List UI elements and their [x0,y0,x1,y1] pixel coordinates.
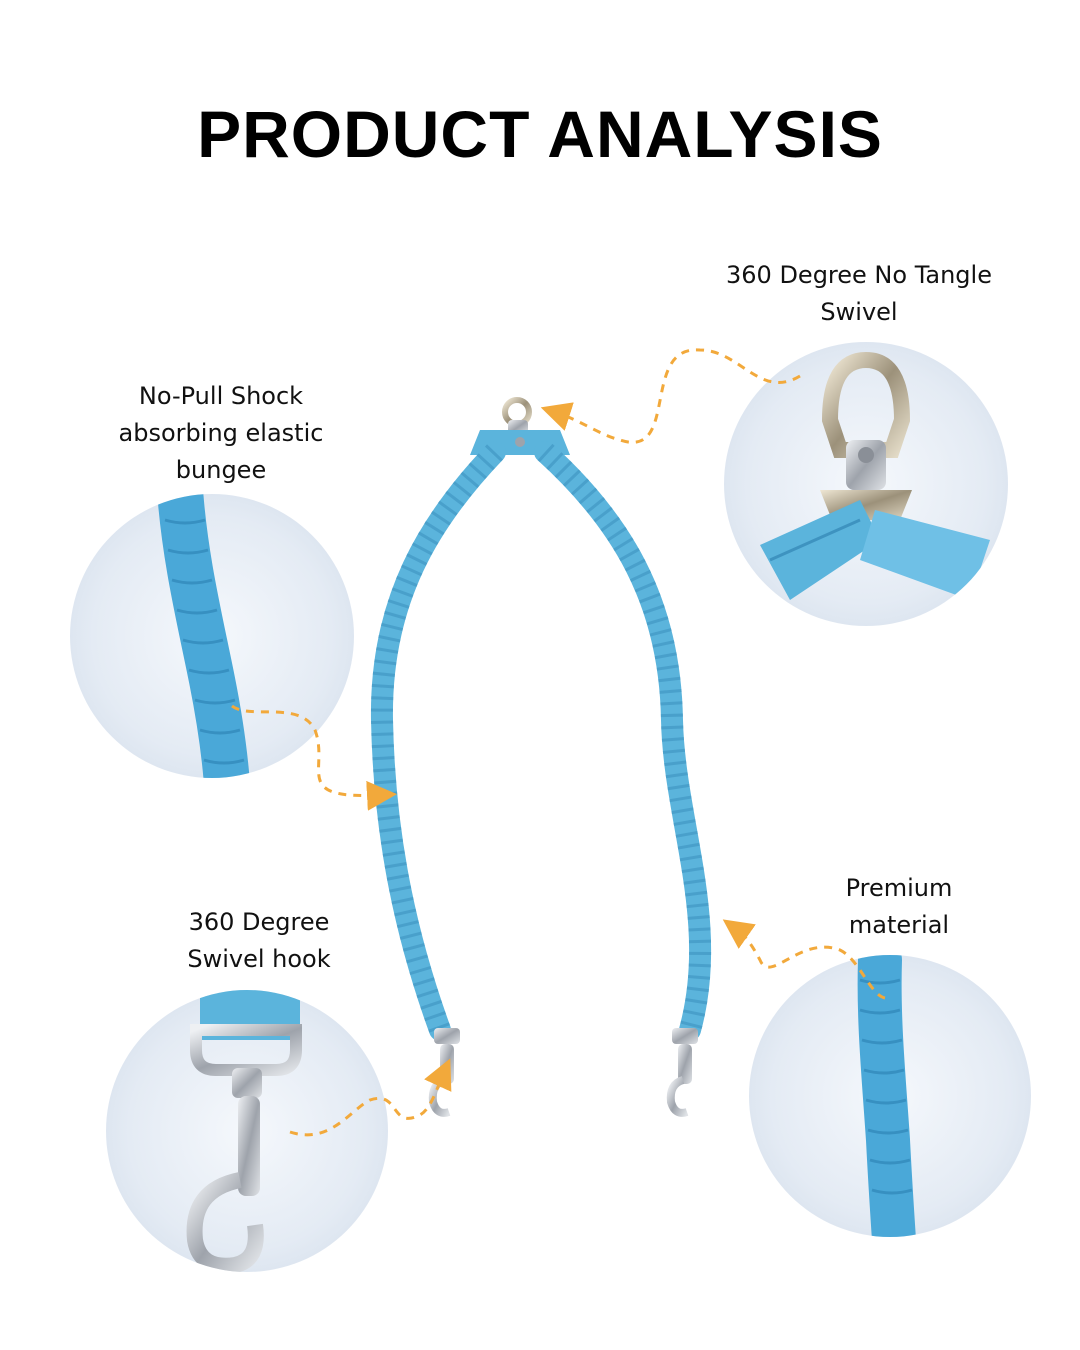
callout-line: 360 Degree No Tangle [726,261,992,289]
callout-line: Premium [845,874,953,902]
callout-line: Swivel [820,298,898,326]
leash-photo [370,397,712,1117]
callout-line: 360 Degree [188,908,330,936]
callout-line: No-Pull Shock [138,382,304,410]
zoom-circle-material [749,955,1031,1237]
zoom-circle-hook [106,990,388,1272]
callout-line: Swivel hook [187,945,331,973]
callout-swivel-label: 360 Degree No Tangle Swivel [700,257,1018,331]
dashed-arrow [231,348,886,1137]
callout-bungee-label: No-Pull Shock absorbing elastic bungee [80,378,362,489]
callout-line: material [848,911,950,939]
callout-material-label: Premium material [790,870,1008,944]
page-title: PRODUCT ANALYSIS [197,97,883,171]
zoom-circle-bungee [70,494,354,778]
zoom-circle-swivel [724,342,1008,626]
callout-hook-label: 360 Degree Swivel hook [150,904,368,978]
callout-line: bungee [175,456,267,484]
callout-line: absorbing elastic [118,419,324,447]
